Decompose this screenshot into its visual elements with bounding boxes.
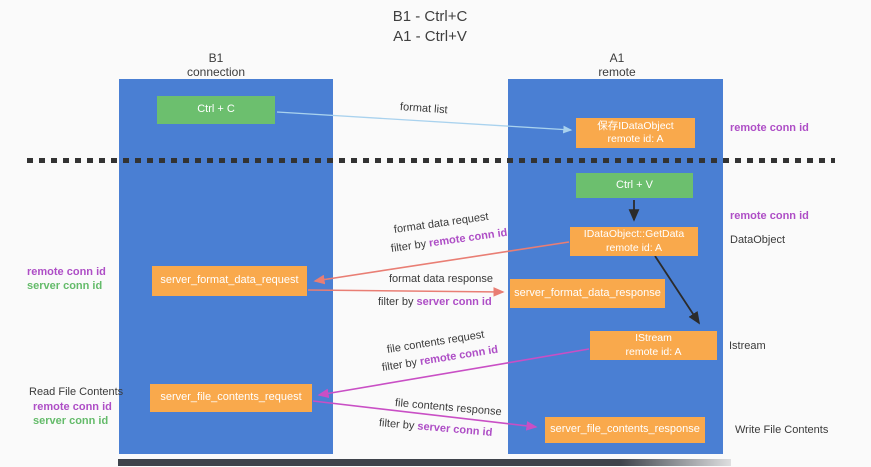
filter-by-text: filter by <box>381 356 421 374</box>
remote-conn-id-text: remote conn id <box>428 226 509 250</box>
label-format-list: format list <box>399 101 448 117</box>
lane-a1-subtitle: remote <box>598 65 636 79</box>
ctrl-c-box: Ctrl + C <box>157 96 275 124</box>
istream-box: IStream remote id: A <box>590 331 717 360</box>
server-conn-id-text: server conn id <box>416 296 492 308</box>
lane-a1-name: A1 <box>609 51 625 65</box>
server-conn-id-text: server conn id <box>416 420 493 439</box>
idataobject-getdata-line2: remote id: A <box>605 241 663 254</box>
server-format-data-response-box: server_format_data_response <box>510 279 665 308</box>
label-format-data-response: format data response <box>389 273 493 285</box>
read-file-contents-label: Read File Contents <box>29 386 124 398</box>
lane-header-b1: B1 connection <box>156 51 276 79</box>
server-format-data-request-label: server_format_data_request <box>160 274 299 287</box>
remote-conn-id-label-top-right: remote conn id <box>730 122 809 134</box>
diagram-title: B1 - Ctrl+C A1 - Ctrl+V <box>0 7 860 47</box>
lane-header-a1: A1 remote <box>557 51 677 79</box>
remote-conn-id-label-right: remote conn id <box>730 210 809 222</box>
ctrl-c-label: Ctrl + C <box>197 103 235 116</box>
istream-line2: remote id: A <box>625 345 682 358</box>
write-file-contents-label: Write File Contents <box>735 424 829 436</box>
server-file-contents-request-label: server_file_contents_request <box>160 391 302 404</box>
remote-conn-id-label-left: remote conn id <box>27 266 106 278</box>
server-file-contents-response-label: server_file_contents_response <box>550 423 700 436</box>
server-format-data-request-box: server_format_data_request <box>152 266 307 296</box>
label-filter-file-response: filter by server conn id <box>378 417 492 439</box>
label-filter-format-response: filter by server conn id <box>378 296 492 308</box>
istream-line1: IStream <box>635 332 672 345</box>
bottom-strip <box>118 459 731 466</box>
server-file-contents-request-box: server_file_contents_request <box>150 384 312 412</box>
arrow-format-data-response <box>307 287 505 297</box>
lane-b1-subtitle: connection <box>186 65 246 79</box>
filter-by-text: filter by <box>390 237 430 255</box>
idataobject-getdata-box: IDataObject::GetData remote id: A <box>570 227 698 256</box>
ctrl-v-label: Ctrl + V <box>616 178 653 191</box>
filter-by-text: filter by <box>378 296 417 308</box>
title-line-2: A1 - Ctrl+V <box>393 28 467 45</box>
save-idataobject-box: 保存IDataObject remote id: A <box>576 118 695 148</box>
server-format-data-response-label: server_format_data_response <box>514 286 661 299</box>
dashed-divider <box>27 158 835 163</box>
server-conn-id-label-bottom-left: server conn id <box>33 415 109 427</box>
save-idataobject-line1: 保存IDataObject <box>597 119 674 132</box>
filter-by-text: filter by <box>378 417 418 433</box>
save-idataobject-line2: remote id: A <box>607 133 664 145</box>
server-conn-id-label-left: server conn id <box>27 280 103 292</box>
server-file-contents-response-box: server_file_contents_response <box>545 417 705 443</box>
remote-conn-id-label-bottom-left: remote conn id <box>33 401 112 413</box>
title-line-1: B1 - Ctrl+C <box>392 8 468 25</box>
lane-b1-name: B1 <box>208 51 224 65</box>
idataobject-getdata-line1: IDataObject::GetData <box>583 228 685 241</box>
istream-side-label: Istream <box>729 340 766 352</box>
label-file-contents-response: file contents response <box>394 397 503 419</box>
ctrl-v-box: Ctrl + V <box>576 173 693 198</box>
dataobject-label: DataObject <box>730 234 786 246</box>
